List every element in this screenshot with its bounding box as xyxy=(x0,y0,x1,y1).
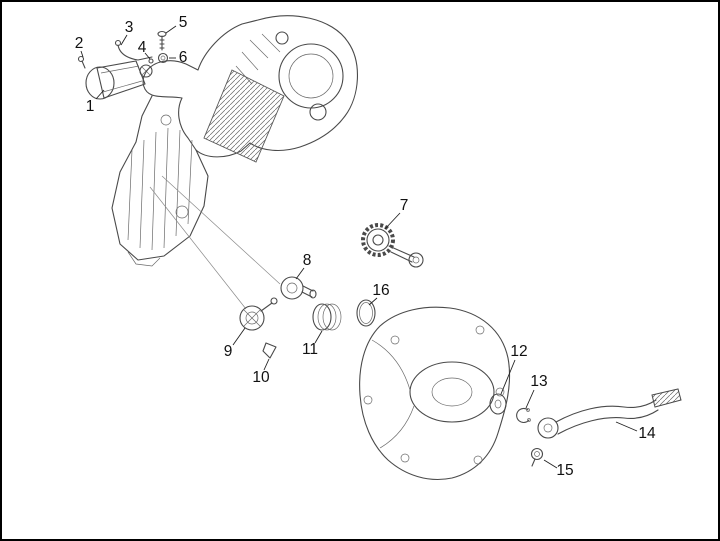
callout-label-12: 12 xyxy=(510,343,527,360)
clip-10 xyxy=(262,342,277,359)
callout-label-4: 4 xyxy=(138,39,147,56)
callout-leader-14 xyxy=(615,421,638,432)
spring-11 xyxy=(312,303,342,331)
assembly-axis-lines xyxy=(149,175,281,310)
callout-label-11: 11 xyxy=(302,341,318,358)
callout-leader-13 xyxy=(525,389,535,409)
o-ring-16 xyxy=(356,299,376,327)
callout-label-15: 15 xyxy=(556,462,573,479)
callout-label-5: 5 xyxy=(179,14,188,31)
callout-leader-1 xyxy=(95,89,105,100)
callout-leader-8 xyxy=(295,267,305,280)
callout-label-13: 13 xyxy=(530,373,547,390)
callout-leader-16 xyxy=(368,297,378,306)
pin-4 xyxy=(148,58,154,64)
callout-leader-5 xyxy=(165,25,177,34)
callout-leader-10 xyxy=(263,358,270,371)
callout-label-16: 16 xyxy=(372,282,389,299)
idler-gear-8 xyxy=(280,276,317,300)
callout-leader-2 xyxy=(80,50,84,58)
crankcase-cover xyxy=(359,306,511,481)
callout-label-10: 10 xyxy=(252,369,270,386)
callout-label-1: 1 xyxy=(86,98,95,115)
mount-bolt-2 xyxy=(77,55,86,69)
callout-leader-11 xyxy=(314,330,323,344)
bracket-3 xyxy=(114,39,153,61)
callout-leader-12 xyxy=(500,359,516,395)
callout-label-9: 9 xyxy=(224,343,233,360)
callout-label-3: 3 xyxy=(125,19,134,36)
starter-motor xyxy=(85,60,153,100)
pinion-9 xyxy=(239,297,278,331)
callout-label-14: 14 xyxy=(638,425,656,442)
circlip-13 xyxy=(516,407,531,424)
callout-label-2: 2 xyxy=(75,35,84,52)
kick-lever-14 xyxy=(537,388,682,439)
callout-leader-7 xyxy=(384,212,401,230)
callout-leader-4 xyxy=(144,52,151,60)
crankcase-main xyxy=(111,15,358,267)
screw-5 xyxy=(157,30,167,51)
nut-6 xyxy=(157,52,169,64)
gear-shaft-7 xyxy=(361,223,424,268)
callout-label-8: 8 xyxy=(303,252,312,269)
callout-label-7: 7 xyxy=(400,197,409,214)
callout-label-6: 6 xyxy=(179,49,188,66)
washer-12 xyxy=(489,393,507,415)
callout-leader-9 xyxy=(232,327,246,346)
callout-leader-3 xyxy=(120,34,128,46)
bolt-15 xyxy=(530,447,544,467)
callout-leader-15 xyxy=(543,459,558,469)
